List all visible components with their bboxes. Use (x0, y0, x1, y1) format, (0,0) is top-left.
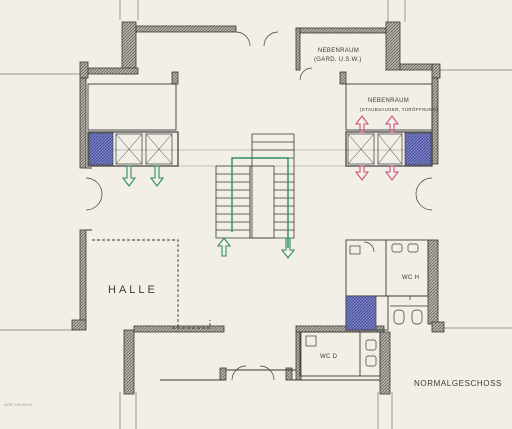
stair-walk-line (231, 157, 289, 248)
arrow-icon (354, 165, 370, 181)
pink-arrows (354, 115, 400, 181)
drawing-title: NORMALGESCHOSS (414, 379, 502, 388)
label-wc-d: WC D (320, 354, 338, 360)
staircase (215, 133, 295, 239)
label-nebenraum-right: NEBENRAUM (368, 98, 409, 104)
elevator-left (87, 131, 179, 167)
label-nebenraum-top-sub: (GARD. U.S.W.) (314, 57, 362, 63)
service-shaft (345, 295, 377, 331)
door-swings (85, 31, 433, 381)
green-arrows (121, 165, 296, 259)
arrow-icon (149, 165, 165, 187)
arrow-icon (384, 115, 400, 133)
arrow-icon (384, 165, 400, 181)
label-halle: HALLE (108, 284, 158, 296)
label-nebenraum-top: NEBENRAUM (318, 48, 359, 54)
arrow-icon (354, 115, 370, 133)
arrow-icon (216, 237, 232, 257)
arrow-icon (121, 165, 137, 187)
arrow-icon (280, 237, 296, 259)
sanitary-fixtures (305, 243, 428, 367)
elevator-right (345, 131, 433, 167)
label-nebenraum-right-sub: (STAUBSAUGER, TÜRÖFFNUNG) (360, 106, 438, 112)
label-wc-h: WC H (402, 275, 419, 281)
walls (71, 21, 445, 395)
room-outlines (86, 83, 433, 381)
corner-note: NOR 196 40/20 (4, 402, 33, 407)
